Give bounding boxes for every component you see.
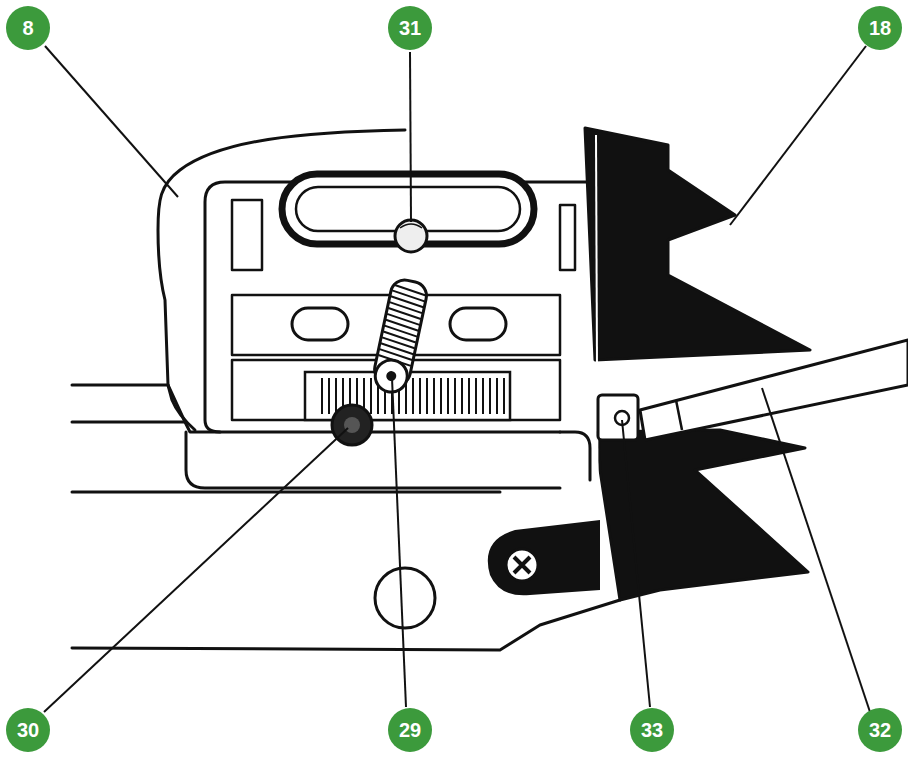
leader-line	[622, 420, 650, 707]
housing-edge	[168, 385, 195, 430]
leader-line	[730, 46, 866, 225]
body-edge	[186, 432, 560, 488]
blade	[598, 430, 808, 600]
bolt	[395, 220, 427, 252]
slot	[292, 308, 348, 340]
callout-circle: 33	[630, 708, 674, 752]
body-line	[72, 421, 185, 424]
tension-pin	[598, 395, 638, 440]
callout-number: 32	[869, 720, 891, 740]
callout-circle: 32	[858, 708, 902, 752]
body-line	[72, 384, 168, 387]
callout-number: 8	[22, 18, 33, 38]
callout-number: 30	[17, 720, 39, 740]
leader-line	[762, 388, 870, 712]
bolt-shine	[400, 224, 422, 228]
slot	[450, 308, 506, 340]
body-line	[72, 491, 500, 494]
body-line	[72, 600, 620, 650]
leader-line	[410, 52, 411, 222]
adjuster-nut	[332, 405, 372, 445]
panel-recess	[232, 200, 262, 270]
callout-circle: 30	[6, 708, 50, 752]
callout-circle: 29	[388, 708, 432, 752]
adjustment-slot-inner	[296, 187, 520, 231]
housing-outline	[158, 130, 560, 432]
blade-mount	[488, 520, 600, 595]
callout-number: 31	[399, 18, 421, 38]
tension-screw	[370, 277, 429, 395]
body-edge	[560, 432, 590, 480]
callout-circle: 18	[858, 6, 902, 50]
mount-screw	[506, 549, 538, 581]
mount-screw-cross	[514, 557, 530, 573]
callout-circle: 8	[6, 6, 50, 50]
leader-line	[392, 378, 406, 707]
panel-recess	[560, 205, 575, 270]
callout-circle: 31	[388, 6, 432, 50]
leader-line	[45, 46, 178, 197]
callout-number: 29	[399, 720, 421, 740]
leader-line	[44, 428, 348, 712]
round-hole	[375, 568, 435, 628]
callout-number: 18	[869, 18, 891, 38]
tool-mark	[676, 400, 682, 430]
callout-number: 33	[641, 720, 663, 740]
